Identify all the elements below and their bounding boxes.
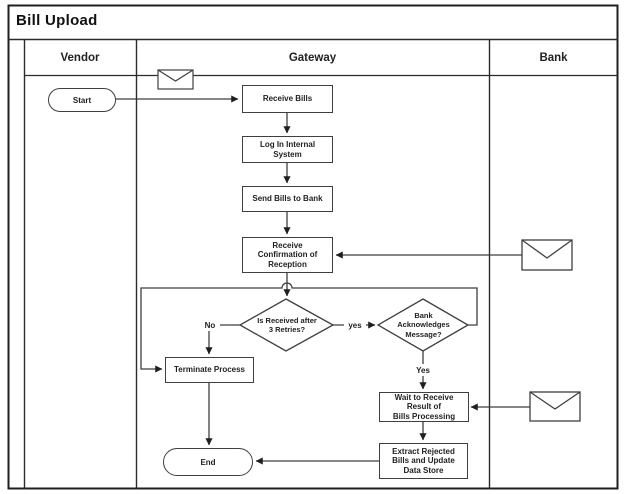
lane-label-gateway: Gateway [288, 52, 337, 64]
message-envelope-icon[interactable] [529, 391, 581, 422]
retries-decision-diamond[interactable] [238, 298, 335, 352]
end-event[interactable]: End [163, 448, 253, 476]
lane-label-bank: Bank [539, 52, 568, 64]
task-receive-bills[interactable]: Receive Bills [242, 85, 333, 113]
start-event[interactable]: Start [48, 88, 116, 112]
task-log-in-internal-system[interactable]: Log In Internal System [242, 136, 333, 163]
task-wait-result[interactable]: Wait to Receive Result of Bills Processi… [379, 392, 469, 422]
edge-label-yes-confirm: Yes [412, 364, 434, 376]
pool-border [7, 4, 619, 490]
lane-label-vendor: Vendor [60, 52, 100, 64]
task-terminate-process[interactable]: Terminate Process [165, 357, 254, 383]
edge-ack-no-loop-to-terminate [140, 282, 478, 373]
edge-label-no: No [200, 319, 220, 331]
pool-title: Bill Upload [16, 12, 98, 29]
bank-ack-decision-diamond[interactable] [376, 298, 470, 352]
task-extract-rejected[interactable]: Extract Rejected Bills and Update Data S… [379, 443, 468, 479]
edge-label-yes: yes [344, 319, 366, 331]
message-envelope-icon[interactable] [157, 69, 194, 90]
task-send-bills-to-bank[interactable]: Send Bills to Bank [242, 186, 333, 212]
message-envelope-icon[interactable] [521, 239, 573, 271]
task-receive-confirmation[interactable]: Receive Confirmation of Reception [242, 237, 333, 273]
